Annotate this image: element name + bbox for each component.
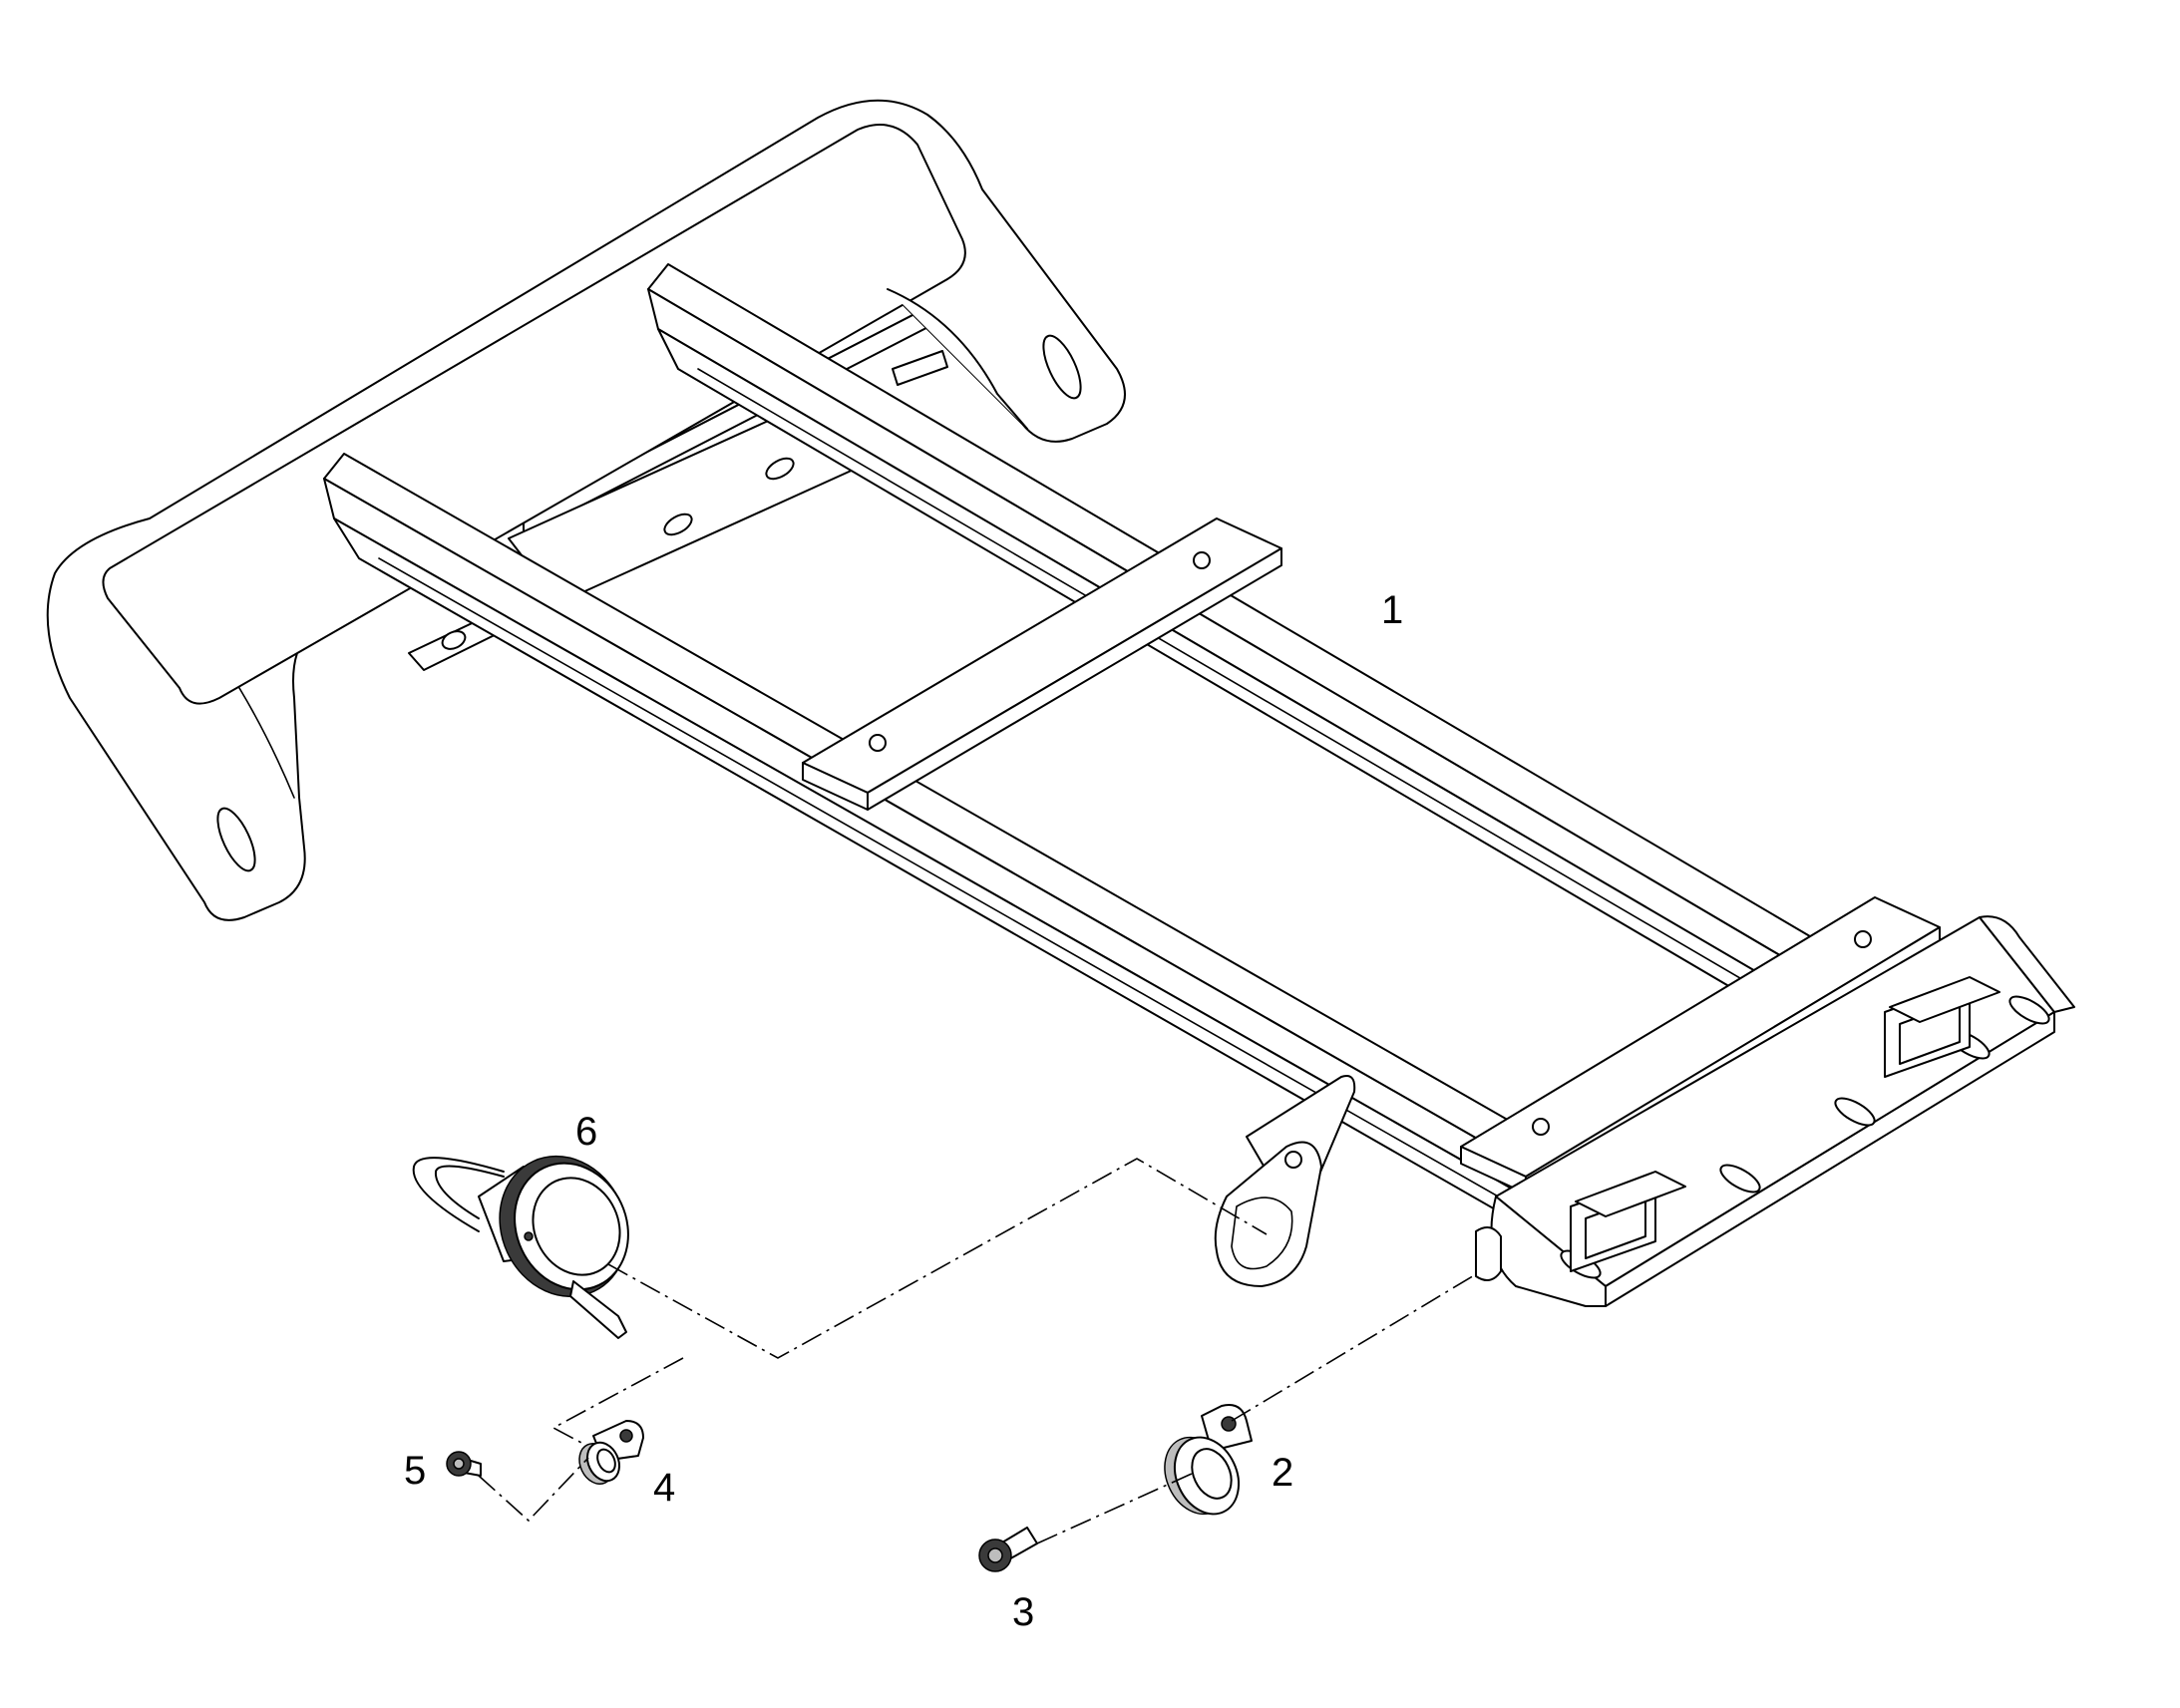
screw-part (978, 1527, 1038, 1572)
large-p-clamp-part (1164, 1404, 1253, 1516)
rotary-connector-part (412, 1155, 629, 1339)
leader-3-to-2 (1036, 1473, 1193, 1544)
leader-2-to-frame (1231, 1273, 1477, 1422)
frame-assembly (46, 99, 2075, 1307)
small-screw-part (446, 1451, 482, 1477)
callout-1: 1 (1381, 588, 1403, 632)
yoke-bracket (46, 99, 1126, 921)
leader-5-to-4 (478, 1457, 589, 1523)
callout-labels: 1 2 3 4 5 6 (404, 588, 1403, 1634)
front-long-rail (323, 453, 1617, 1262)
callout-6: 6 (575, 1110, 597, 1154)
assembly-leader-lines (478, 1158, 1477, 1544)
leader-6-to-4 (551, 1357, 684, 1445)
callout-4: 4 (653, 1466, 675, 1510)
hitch-plate (1490, 915, 2075, 1307)
callout-5: 5 (404, 1449, 426, 1493)
callout-2: 2 (1272, 1451, 1293, 1495)
upper-cross-bar (802, 517, 1282, 811)
front-tab-bracket (1214, 1075, 1502, 1287)
back-long-rail (647, 263, 1906, 1073)
callout-3: 3 (1012, 1590, 1034, 1634)
leader-6-to-frame (607, 1158, 1268, 1359)
small-p-clamp-part (578, 1420, 644, 1485)
